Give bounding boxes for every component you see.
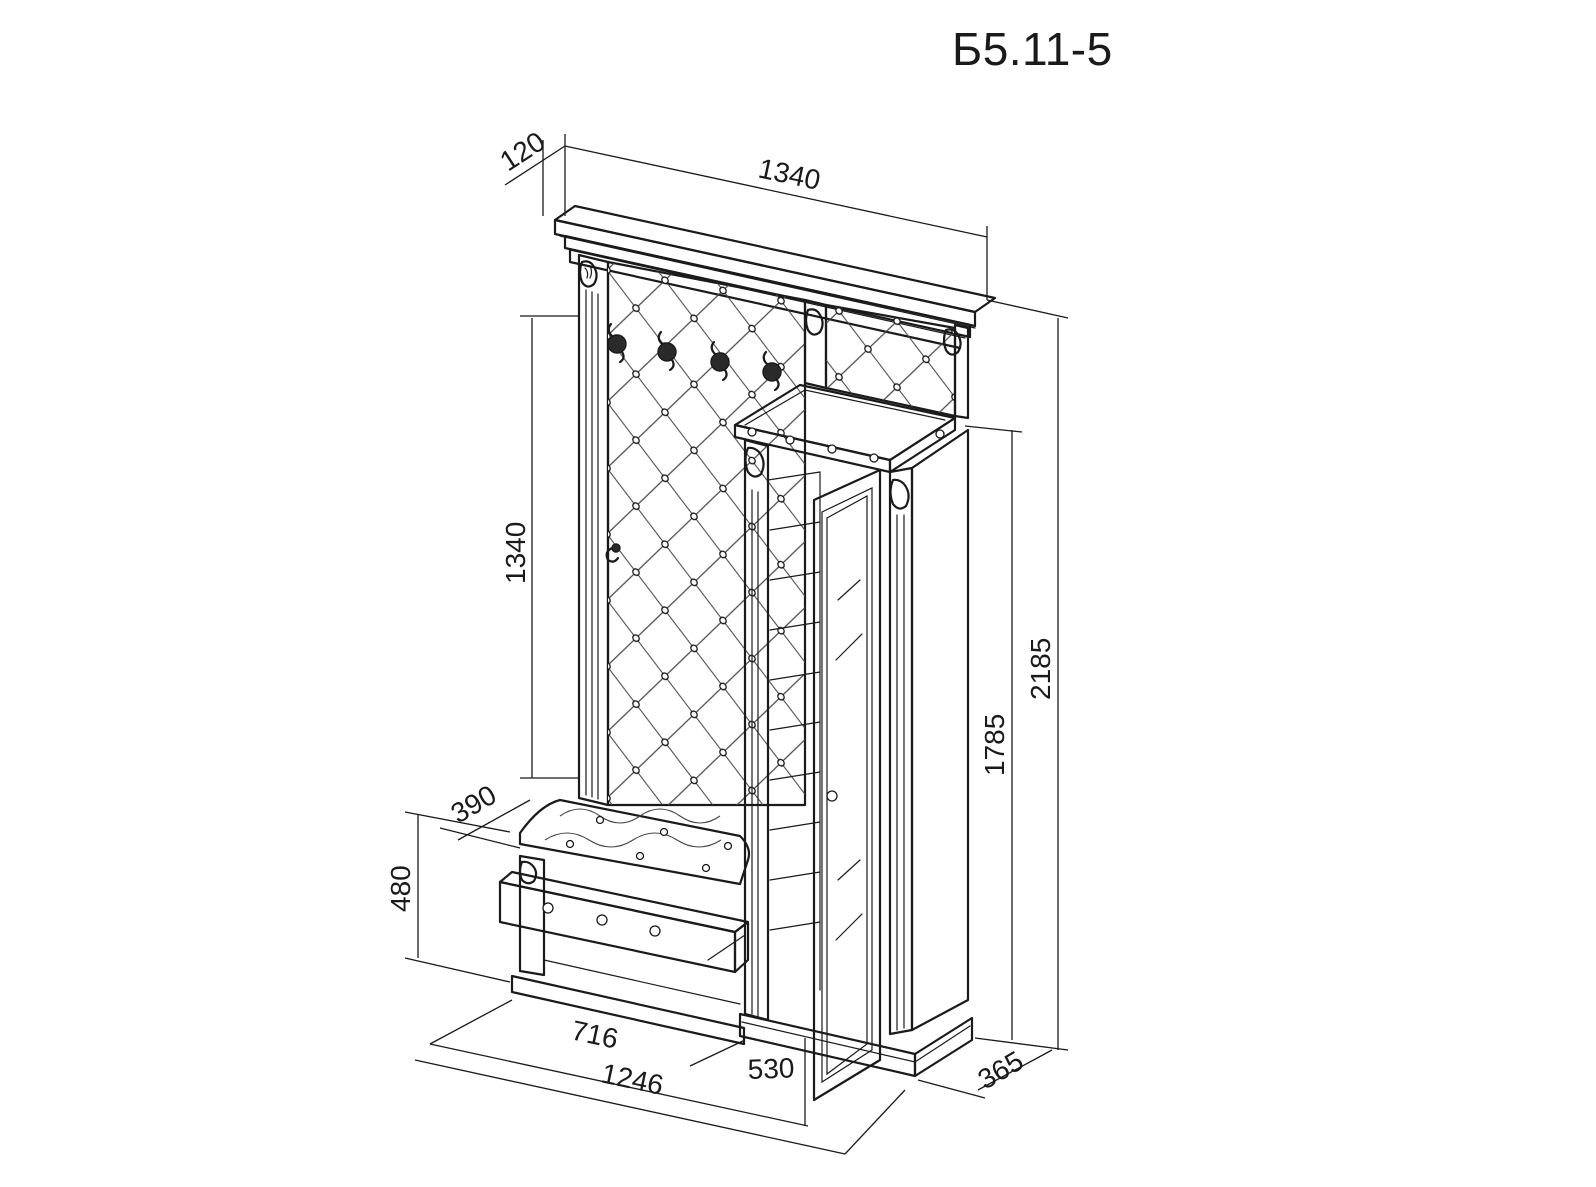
- left-pilaster: [577, 253, 610, 807]
- hook-icon: [710, 340, 730, 382]
- dim-total-height: 2185: [1025, 638, 1056, 700]
- model-title: Б5.11-5: [952, 23, 1113, 75]
- dim-top-depth: 120: [494, 126, 550, 177]
- hook-icon: [657, 330, 677, 372]
- middle-pilaster: [803, 298, 828, 390]
- dim-panel-height: 1340: [500, 522, 531, 584]
- dim-total-width: 1246: [599, 1058, 666, 1101]
- shoe-cabinet: [738, 428, 974, 1102]
- dimension-lines: [404, 134, 1069, 1155]
- dim-cabinet-depth: 365: [973, 1045, 1029, 1095]
- bench: [498, 798, 751, 1046]
- coat-hooks: [605, 322, 782, 563]
- dim-bench-height: 480: [385, 865, 416, 912]
- hook-icon: [762, 350, 782, 392]
- hook-icon: [607, 322, 627, 364]
- dim-bench-width: 716: [569, 1015, 621, 1055]
- dim-cabinet-width: 530: [747, 1052, 795, 1085]
- side-hook-icon: [605, 543, 621, 563]
- upper-right-quilted-panel: [824, 303, 970, 420]
- cabinet-top-shelf: [733, 383, 957, 474]
- dim-cabinet-height: 1785: [979, 714, 1010, 776]
- quilted-back-panel: [606, 260, 807, 807]
